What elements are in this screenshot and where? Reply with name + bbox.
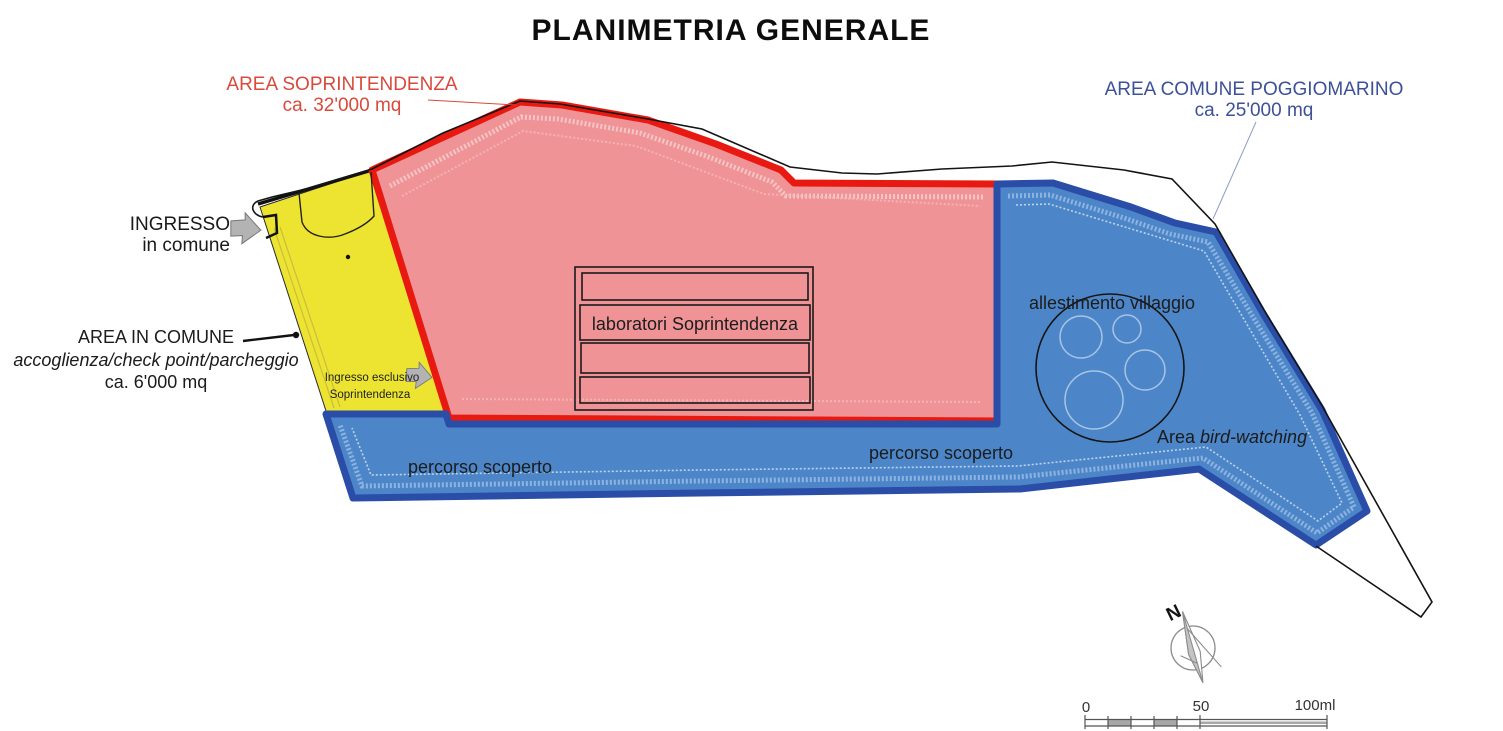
label-area-in-comune-name: AREA IN COMUNE [78, 327, 234, 347]
label-percorso-left: percorso scoperto [408, 457, 552, 477]
scale-0: 0 [1082, 699, 1090, 716]
villaggio-huts [1059, 314, 1166, 430]
label-ingresso-esclusivo-2: Soprintendenza [330, 389, 411, 401]
label-ingresso-1: INGRESSO [130, 214, 230, 235]
pink-area-soprintendenza [368, 98, 1001, 425]
pink-border-texture-inner [401, 129, 981, 403]
blue-area-poggiomarino [322, 179, 1371, 549]
site-outline-notch [262, 213, 279, 240]
ingresso-comune-arrow-icon [230, 211, 262, 245]
label-area-in-comune-detail: accoglienza/check point/parcheggio [13, 350, 298, 370]
check-point-structure [298, 171, 375, 238]
laboratori-buildings [574, 266, 814, 411]
scale-bar: 0 50 100ml [1082, 697, 1336, 729]
scale-50: 50 [1193, 698, 1210, 715]
label-bird-watching: Area bird-watching [1157, 427, 1307, 447]
label-area-in-comune-size: ca. 6'000 mq [105, 372, 208, 392]
label-soprintendenza-name: AREA SOPRINTENDENZA [226, 74, 458, 95]
label-ingresso-esclusivo-1: Ingresso esclusivo [325, 372, 420, 384]
north-label: N [1163, 601, 1185, 626]
label-ingresso-2: in comune [142, 235, 230, 256]
scale-100: 100ml [1295, 697, 1336, 714]
label-villaggio: allestimento villaggio [1029, 293, 1195, 313]
label-poggiomarino-name: AREA COMUNE POGGIOMARINO [1105, 79, 1404, 100]
leader-dot [292, 331, 300, 339]
label-laboratori: laboratori Soprintendenza [592, 314, 799, 334]
yellow-edge-texture [273, 226, 341, 409]
leader-poggiomarino [1212, 121, 1257, 220]
north-arrow-icon: N [1163, 601, 1222, 683]
ingresso-esclusivo-arrow-icon [405, 361, 433, 390]
label-percorso-right: percorso scoperto [869, 443, 1013, 463]
leader-area-in-comune [242, 333, 295, 343]
label-poggiomarino-size: ca. 25'000 mq [1195, 100, 1314, 121]
page-title: PLANIMETRIA GENERALE [532, 14, 931, 47]
leader-soprintendenza [427, 99, 517, 106]
label-bird-watching-prefix: Area [1157, 427, 1200, 447]
blue-border-texture-inner [351, 203, 1344, 522]
label-bird-watching-italic: bird-watching [1200, 427, 1307, 447]
site-outline [251, 100, 1433, 619]
pink-border-texture [388, 114, 984, 200]
point-marker [345, 254, 351, 260]
label-soprintendenza-size: ca. 32'000 mq [283, 95, 402, 116]
villaggio-circle [1035, 293, 1185, 443]
